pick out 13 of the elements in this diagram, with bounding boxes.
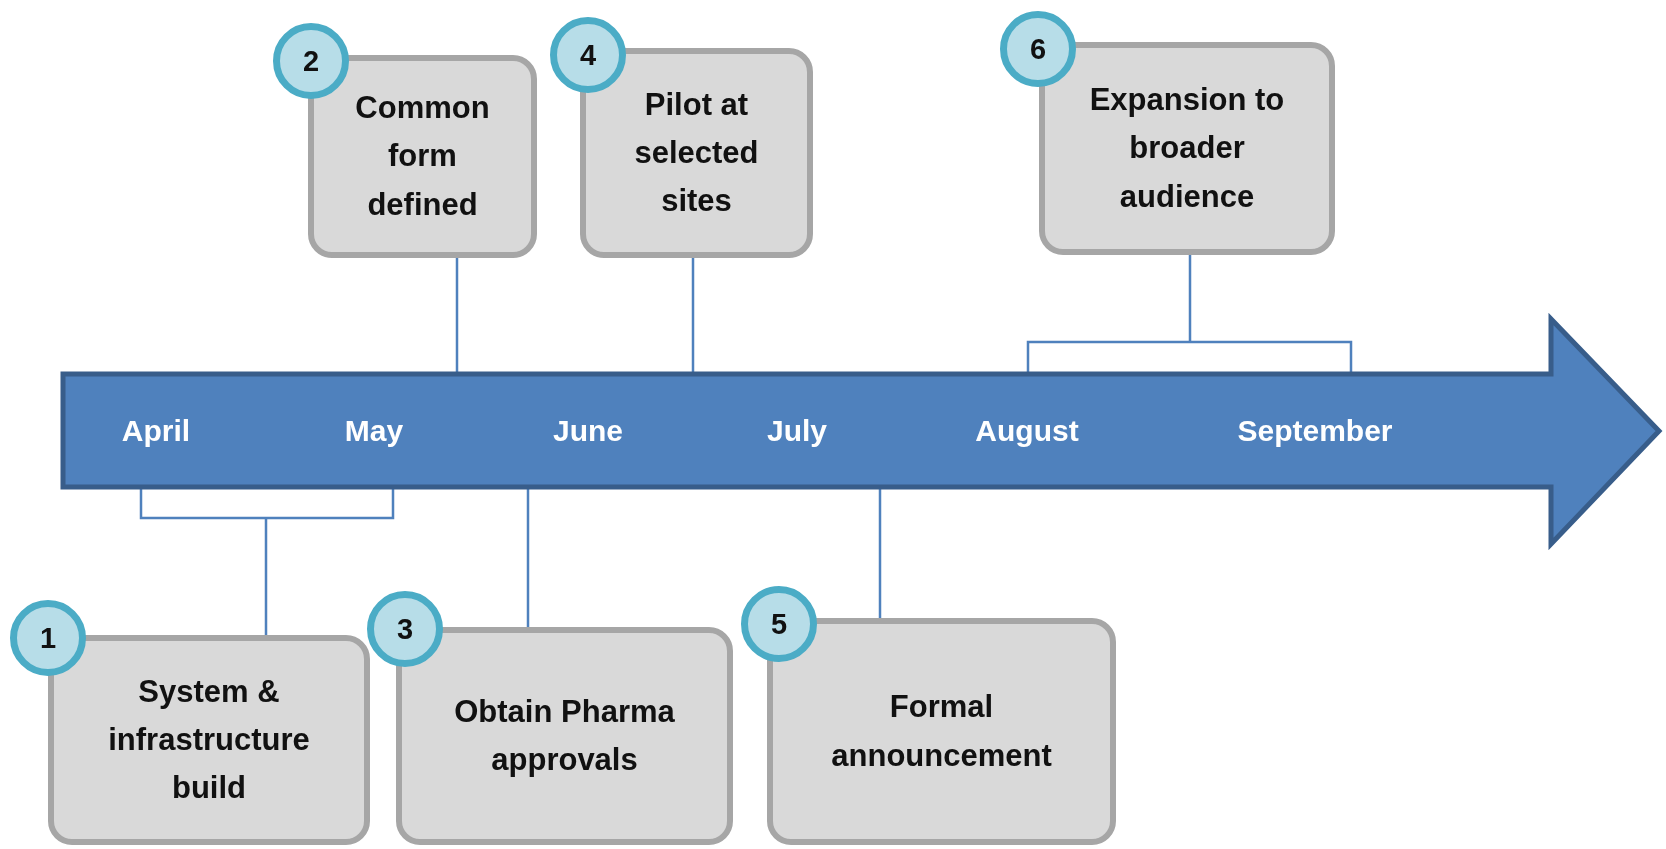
step-number: 3 [367, 591, 443, 667]
month-label: July [767, 414, 827, 448]
month-label: September [1237, 414, 1393, 448]
leader-line [455, 258, 459, 374]
month-label: April [121, 414, 191, 448]
timeline-arrow [61, 316, 1663, 547]
step-number: 5 [741, 586, 817, 662]
step-number: 2 [273, 23, 349, 99]
month-label: August [975, 414, 1079, 448]
leader-line [691, 258, 695, 374]
month-label: June [553, 414, 623, 448]
step-number: 4 [550, 17, 626, 93]
month-label: May [344, 414, 404, 448]
